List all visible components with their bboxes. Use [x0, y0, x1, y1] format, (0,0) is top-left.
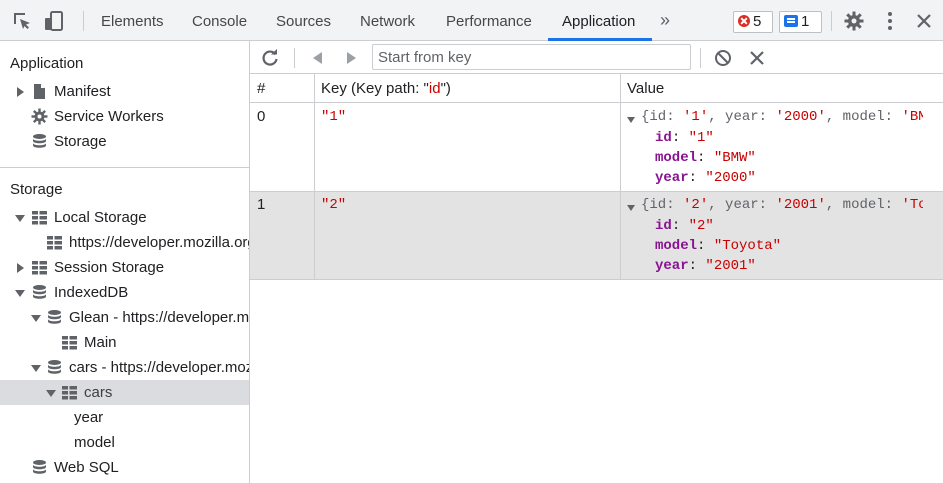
sidebar-item-web-sql[interactable]: Web SQL: [0, 455, 249, 480]
collapse-arrow-icon[interactable]: [31, 315, 41, 322]
value-summary: {id: '2', year: '2001', model: 'Toyota'}: [641, 197, 923, 213]
value-property: model: "BMW": [655, 150, 756, 166]
next-page-icon[interactable]: [341, 48, 361, 68]
row-key: "2": [321, 197, 347, 213]
kebab-menu-icon[interactable]: [879, 10, 901, 32]
application-section-title: Application: [10, 55, 84, 72]
tab-application[interactable]: Application: [562, 13, 636, 30]
column-divider[interactable]: [620, 74, 621, 280]
collapse-arrow-icon[interactable]: [46, 390, 56, 397]
message-icon: [784, 15, 798, 27]
clear-object-store-icon[interactable]: [713, 48, 733, 68]
sidebar-item-service-workers[interactable]: Service Workers: [0, 104, 249, 129]
start-from-key-input[interactable]: [372, 44, 691, 70]
value-property: id: "2": [655, 218, 714, 234]
grid-icon: [32, 261, 47, 275]
header-index[interactable]: #: [257, 80, 266, 97]
message-count-badge[interactable]: 1: [779, 11, 822, 33]
toolbar-separator: [83, 11, 84, 31]
error-count-badge[interactable]: 5: [733, 11, 773, 33]
sidebar-item-index-year[interactable]: year: [74, 409, 104, 426]
sidebar-item-local-storage[interactable]: Local Storage: [0, 205, 249, 230]
sidebar-divider: [0, 167, 249, 168]
close-icon[interactable]: [913, 10, 935, 32]
inspect-element-icon[interactable]: [11, 10, 33, 32]
sidebar-item-local-storage-origin[interactable]: https://developer.mozilla.org: [0, 230, 249, 255]
sidebar-item-cars-db[interactable]: cars - https://developer.mozilla.org: [0, 355, 249, 380]
value-property: id: "1": [655, 130, 714, 146]
grid-icon: [62, 336, 77, 350]
column-divider[interactable]: [314, 74, 315, 280]
indexeddb-toolbar: [250, 41, 943, 74]
tab-console[interactable]: Console: [192, 13, 248, 30]
delete-selected-icon[interactable]: [747, 48, 767, 68]
tab-network[interactable]: Network: [360, 13, 416, 30]
storage-section-title: Storage: [10, 181, 63, 198]
row-index: 0: [257, 108, 266, 125]
grid-icon: [47, 236, 62, 250]
header-value[interactable]: Value: [627, 80, 665, 97]
toolbar-separator: [294, 48, 295, 68]
database-icon: [33, 460, 46, 474]
table-row[interactable]: 0 "1" {id: '1', year: '2000', model: 'BM…: [250, 104, 943, 192]
collapse-arrow-icon[interactable]: [15, 215, 25, 222]
toolbar-separator: [700, 48, 701, 68]
sidebar-item-manifest[interactable]: Manifest: [0, 79, 249, 104]
sidebar-item-index-model[interactable]: model: [74, 434, 115, 451]
row-index: 1: [257, 196, 266, 213]
row-key: "1": [321, 109, 347, 125]
double-chevron-icon[interactable]: »: [660, 10, 671, 30]
sidebar-item-session-storage[interactable]: Session Storage: [0, 255, 249, 280]
collapse-arrow-icon[interactable]: [31, 365, 41, 372]
previous-page-icon[interactable]: [308, 48, 328, 68]
grid-icon: [32, 211, 47, 225]
database-icon: [33, 134, 46, 148]
active-tab-indicator: [548, 38, 652, 41]
expand-arrow-icon[interactable]: [17, 263, 24, 273]
value-property: year: "2001": [655, 258, 756, 274]
gear-icon: [31, 108, 48, 125]
database-icon: [48, 360, 61, 374]
error-icon: [738, 15, 750, 27]
expand-arrow-icon[interactable]: [17, 87, 24, 97]
grid-icon: [62, 386, 77, 400]
application-sidebar: Application Manifest Service Workers Sto…: [0, 41, 250, 483]
tab-sources[interactable]: Sources: [276, 13, 332, 30]
device-toolbar-icon[interactable]: [43, 10, 65, 32]
refresh-icon[interactable]: [260, 48, 280, 68]
devtools-tab-bar: Elements Console Sources Network Perform…: [0, 0, 943, 41]
collapse-arrow-icon[interactable]: [627, 205, 635, 211]
value-property: year: "2000": [655, 170, 756, 186]
value-property: model: "Toyota": [655, 238, 782, 254]
collapse-arrow-icon[interactable]: [15, 290, 25, 297]
grid-header-row: # Key (Key path: "id") Value: [250, 74, 943, 103]
gear-icon[interactable]: [843, 10, 865, 32]
sidebar-item-cars-store[interactable]: cars: [0, 380, 249, 405]
tab-elements[interactable]: Elements: [101, 13, 164, 30]
toolbar-separator: [831, 11, 832, 31]
object-store-data-grid: # Key (Key path: "id") Value 0 "1" {id: …: [250, 74, 943, 483]
database-icon: [48, 310, 61, 324]
sidebar-item-storage[interactable]: Storage: [0, 129, 249, 154]
database-icon: [33, 285, 46, 299]
sidebar-item-indexeddb[interactable]: IndexedDB: [0, 280, 249, 305]
table-row[interactable]: 1 "2" {id: '2', year: '2001', model: 'To…: [250, 192, 943, 280]
file-icon: [34, 84, 45, 99]
collapse-arrow-icon[interactable]: [627, 117, 635, 123]
header-key[interactable]: Key (Key path: "id"): [321, 80, 451, 97]
sidebar-item-glean-db[interactable]: Glean - https://developer.mozilla.org: [0, 305, 249, 330]
sidebar-item-glean-main[interactable]: Main: [0, 330, 249, 355]
tab-performance[interactable]: Performance: [446, 13, 532, 30]
value-summary: {id: '1', year: '2000', model: 'BMW'}: [641, 109, 923, 125]
